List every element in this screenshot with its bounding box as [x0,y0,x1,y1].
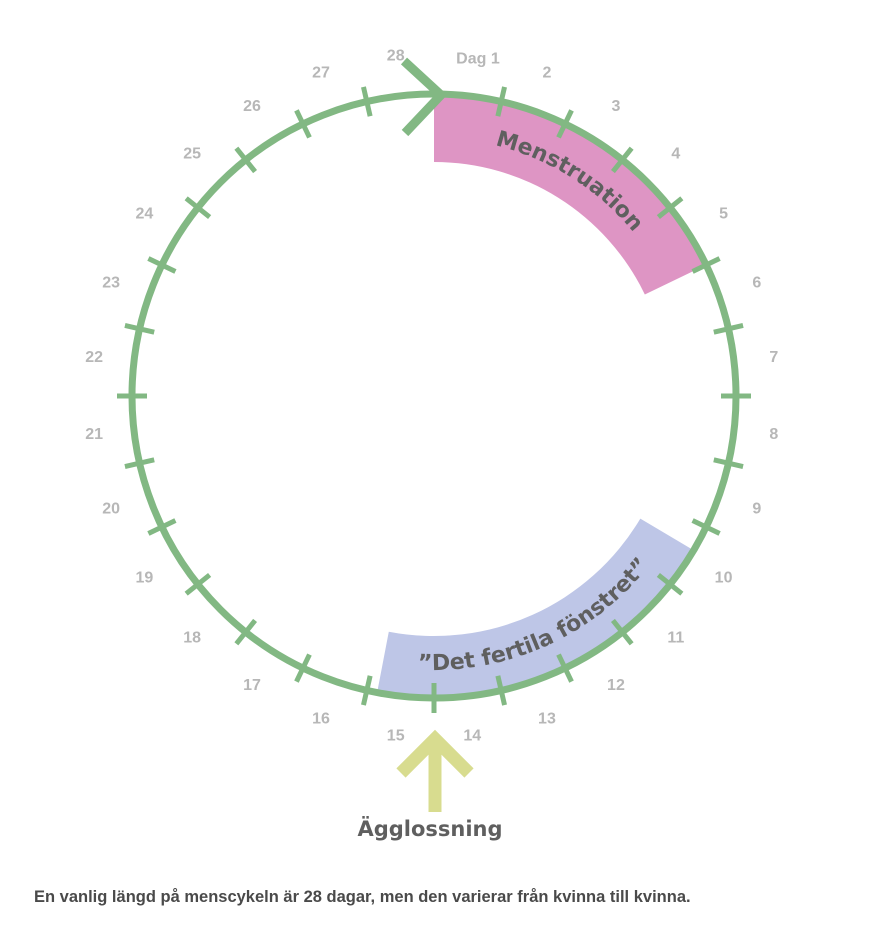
day-tick [184,196,212,220]
cycle-ring [128,90,740,702]
day-tick [234,618,258,646]
day-tick [610,146,634,174]
day-tick [656,572,684,596]
day-label: 6 [752,275,761,292]
menstrual-cycle-diagram: Dag 123456789101112131415161718192021222… [85,48,778,841]
day-tick [556,653,574,683]
day-label: 25 [183,146,201,163]
day-tick [713,323,744,335]
day-label: 28 [387,48,405,65]
day-tick [234,146,258,174]
day-label: 4 [671,146,680,163]
day-tick [556,109,574,139]
day-tick [294,109,312,139]
day-tick [147,518,177,536]
day-tick [495,675,507,706]
day-label: 8 [769,426,778,443]
day-label: 23 [102,275,120,292]
day-label: 3 [612,98,621,115]
day-label: 21 [85,426,103,443]
day-label: 10 [715,569,733,586]
day-tick [184,572,212,596]
day-label: 11 [667,629,684,646]
day-label: Dag 1 [456,51,500,68]
day-label: 26 [243,98,261,115]
day-ticks [117,86,751,713]
day-tick [124,323,155,335]
day-label: 13 [538,710,556,727]
menstruation-band [434,95,706,295]
day-label: 5 [719,206,728,223]
day-tick [691,518,721,536]
day-tick [361,86,373,117]
day-label: 9 [752,500,761,517]
day-label: 7 [769,349,778,366]
day-tick [656,196,684,220]
day-tick [147,256,177,274]
ovulation-label: Ägglossning [357,816,502,841]
day-tick [495,86,507,117]
day-tick [294,653,312,683]
day-tick [610,618,634,646]
day-label: 15 [387,727,405,744]
day-label: 20 [102,500,120,517]
day-labels: Dag 123456789101112131415161718192021222… [85,48,778,745]
day-label: 19 [136,569,154,586]
day-label: 2 [543,65,552,82]
day-tick [713,457,744,469]
day-label: 12 [607,677,625,694]
day-label: 14 [463,727,481,744]
day-tick [124,457,155,469]
ovulation-arrow-icon [396,729,474,812]
day-tick [691,256,721,274]
day-tick [361,675,373,706]
day-label: 24 [136,206,154,223]
day-label: 27 [312,65,330,82]
cycle-start-arrow-icon [400,57,448,137]
day-label: 18 [183,629,201,646]
day-label: 22 [85,349,103,366]
fertile-window-band [377,518,693,698]
day-label: 16 [312,710,330,727]
day-label: 17 [243,677,261,694]
caption: En vanlig längd på menscykeln är 28 daga… [34,888,691,906]
